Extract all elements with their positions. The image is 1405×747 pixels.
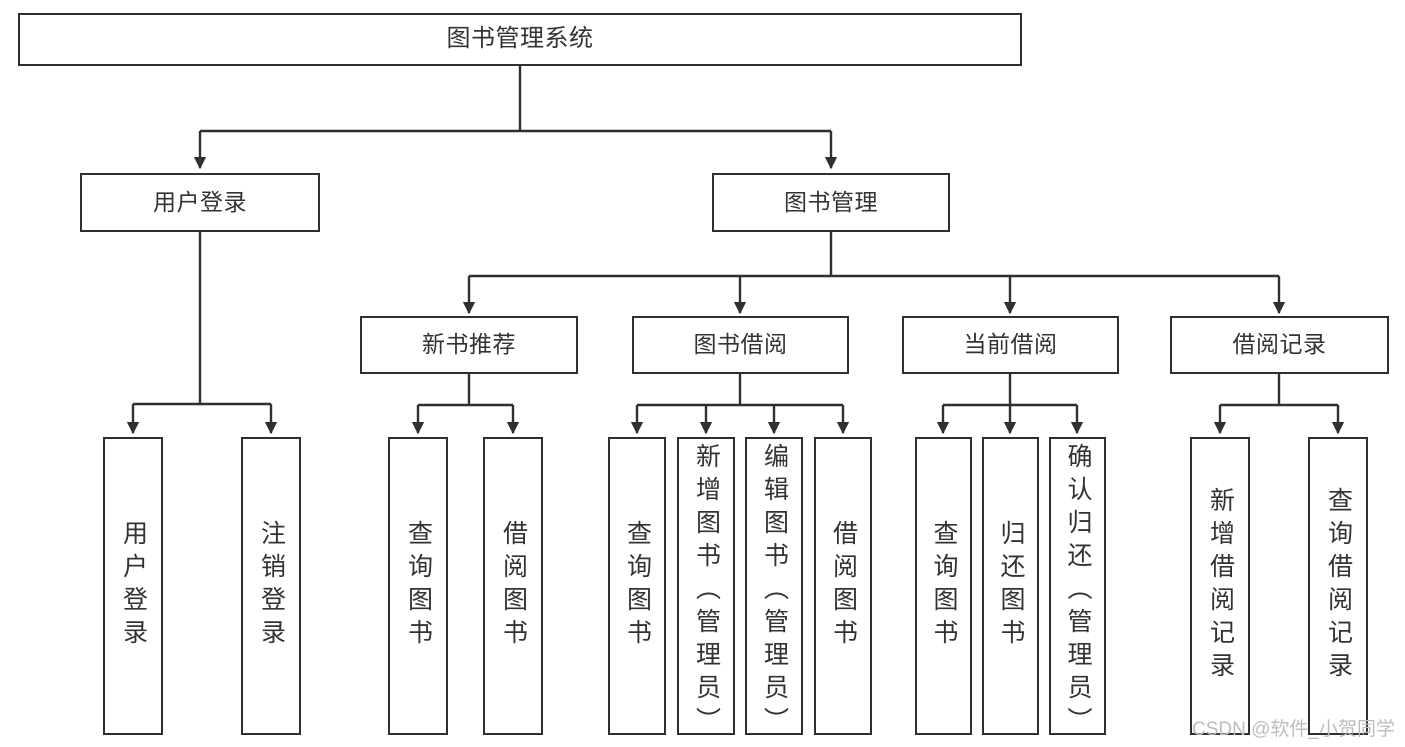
watermark: CSDN @软件_小贺同学 (1192, 719, 1395, 740)
node-label: 借阅图书 (829, 520, 858, 652)
node-label: 新书推荐 (422, 331, 516, 358)
node-label: 编辑图书（管理员） (760, 443, 789, 740)
leaf-borrow-query-book[interactable]: 查询图书 (608, 437, 666, 735)
node-label: 借阅记录 (1232, 331, 1327, 358)
node-label: 确认归还（管理员） (1064, 443, 1092, 740)
leaf-current-query-book[interactable]: 查询图书 (915, 437, 972, 735)
node-label: 查询借阅记录 (1324, 487, 1353, 685)
leaf-record-query-record[interactable]: 查询借阅记录 (1308, 437, 1368, 735)
node-label: 用户登录 (119, 520, 148, 652)
node-label: 图书管理系统 (446, 25, 594, 53)
node-current-borrow[interactable]: 当前借阅 (902, 316, 1119, 374)
leaf-borrow-edit-book-admin[interactable]: 编辑图书（管理员） (745, 437, 803, 740)
node-label: 用户登录 (153, 188, 247, 215)
leaf-user-login-logout[interactable]: 注销登录 (241, 437, 301, 735)
node-label: 查询图书 (404, 520, 433, 652)
node-label: 图书借阅 (693, 331, 788, 358)
node-new-book-recommend[interactable]: 新书推荐 (360, 316, 578, 374)
leaf-current-confirm-return-admin[interactable]: 确认归还（管理员） (1049, 437, 1106, 740)
node-label: 注销登录 (257, 520, 286, 652)
node-book-borrow[interactable]: 图书借阅 (632, 316, 849, 374)
leaf-borrow-borrow-book[interactable]: 借阅图书 (814, 437, 872, 735)
leaf-recommend-borrow-book[interactable]: 借阅图书 (483, 437, 543, 735)
leaf-user-login-login[interactable]: 用户登录 (103, 437, 163, 735)
node-root-system[interactable]: 图书管理系统 (18, 13, 1022, 66)
node-user-login[interactable]: 用户登录 (80, 173, 320, 232)
leaf-recommend-query-book[interactable]: 查询图书 (388, 437, 448, 735)
node-label: 图书管理 (784, 188, 878, 215)
node-label: 查询图书 (623, 520, 652, 652)
leaf-current-return-book[interactable]: 归还图书 (982, 437, 1039, 735)
node-book-management[interactable]: 图书管理 (712, 173, 950, 232)
node-label: 归还图书 (997, 520, 1025, 652)
node-label: 借阅图书 (499, 520, 528, 652)
node-borrow-record[interactable]: 借阅记录 (1170, 316, 1389, 374)
leaf-record-add-record[interactable]: 新增借阅记录 (1190, 437, 1250, 735)
node-label: 查询图书 (930, 520, 958, 652)
node-label: 当前借阅 (963, 331, 1058, 358)
node-label: 新增图书（管理员） (692, 443, 721, 740)
leaf-borrow-add-book-admin[interactable]: 新增图书（管理员） (677, 437, 735, 740)
node-label: 新增借阅记录 (1206, 487, 1235, 685)
